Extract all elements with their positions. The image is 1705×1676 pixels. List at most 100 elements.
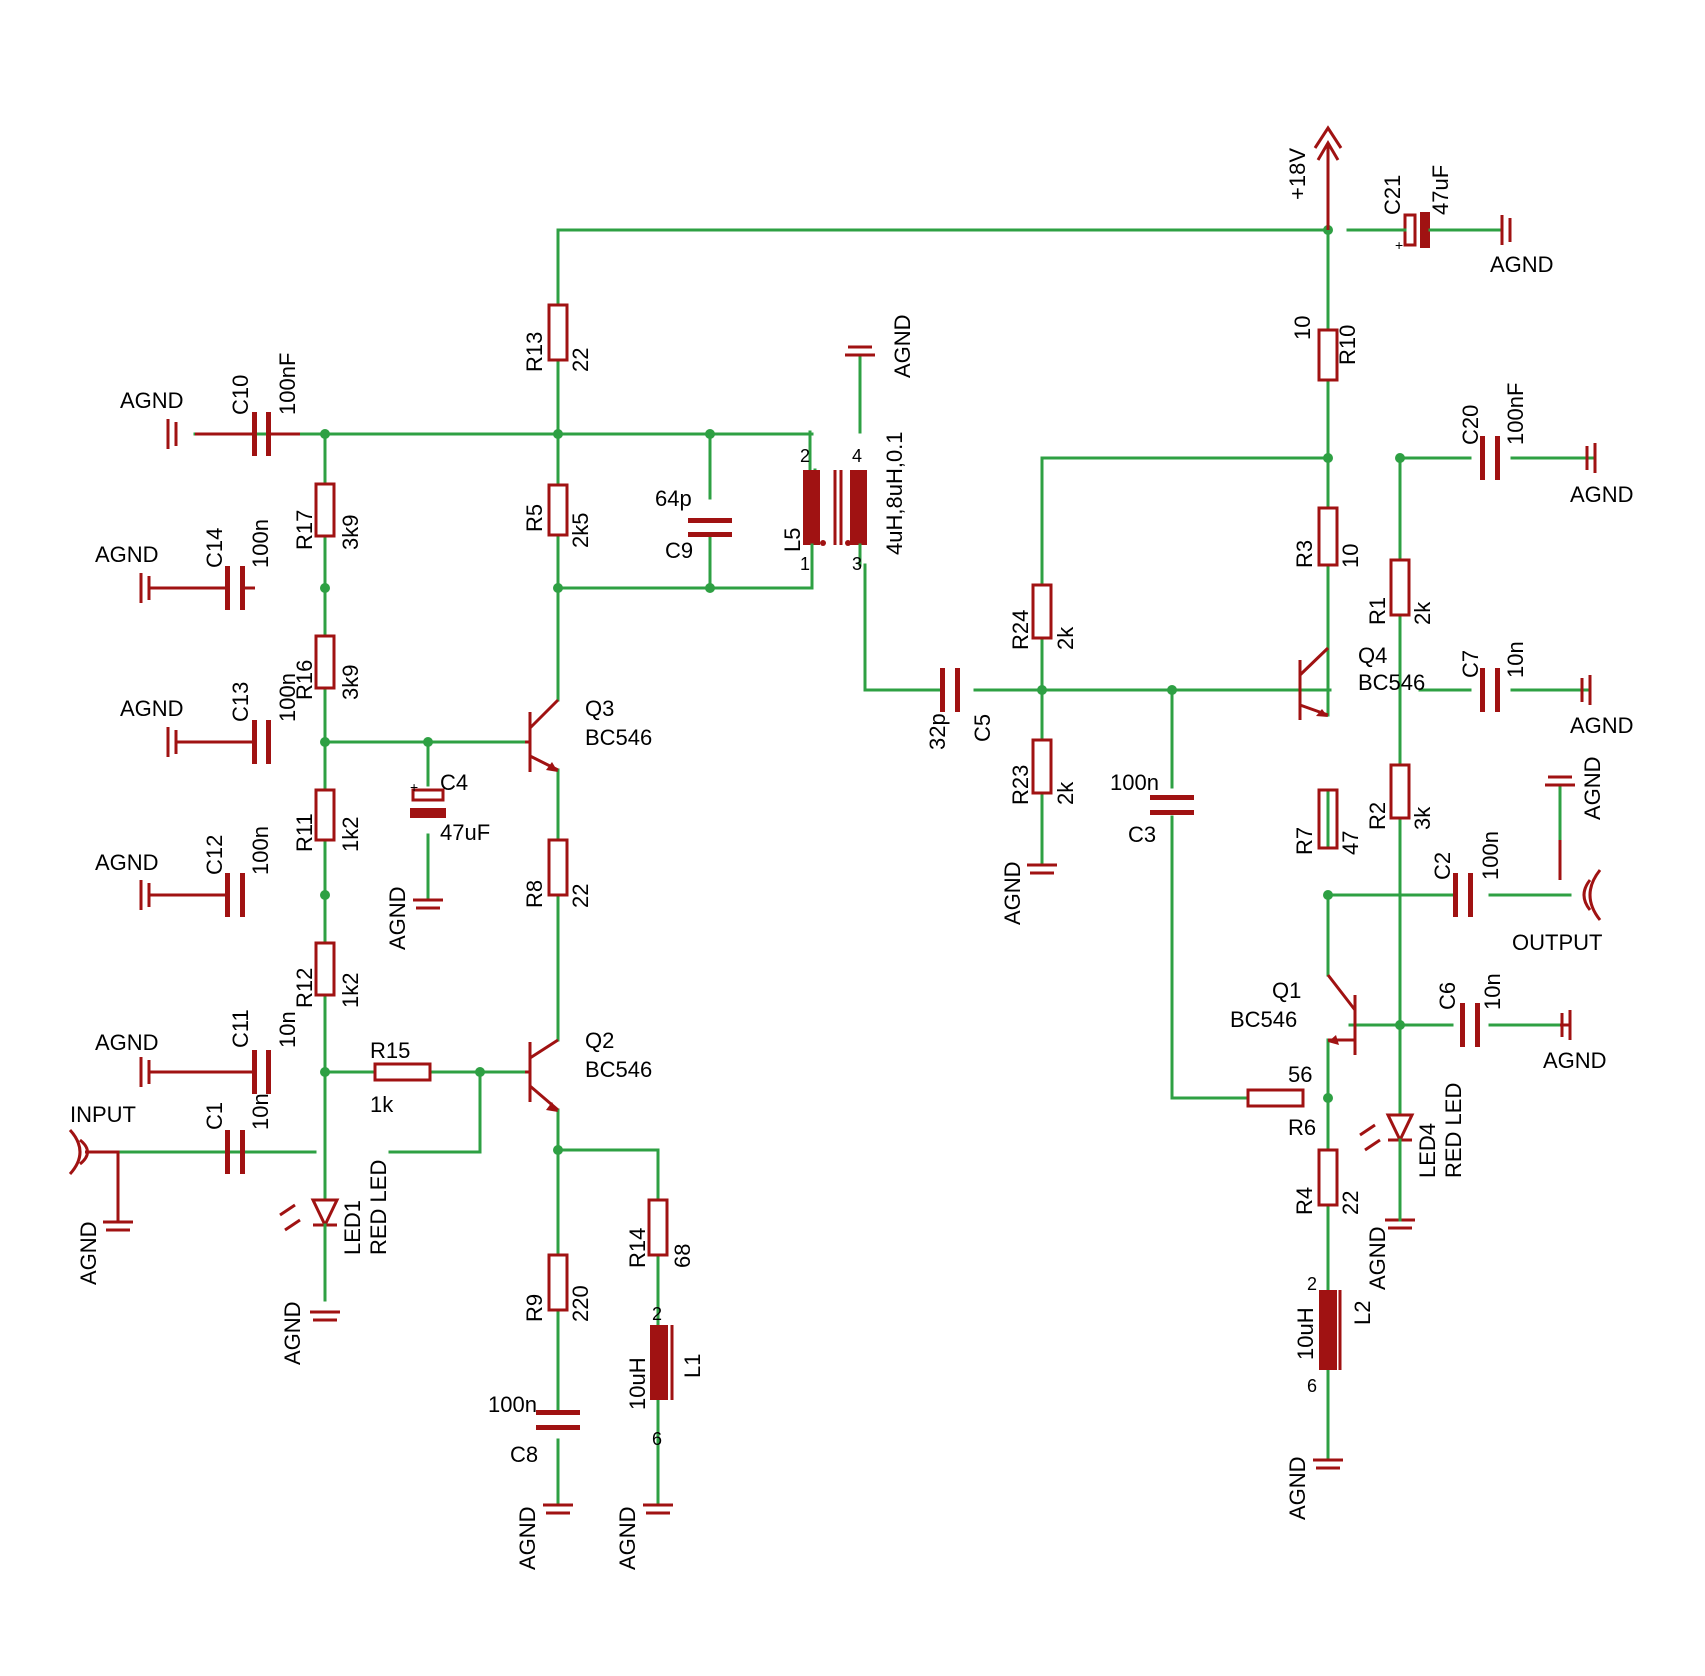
gnd-label: AGND <box>95 1030 159 1055</box>
gnd-label: AGND <box>1285 1456 1310 1520</box>
svg-text:R1: R1 <box>1365 597 1390 625</box>
svg-text:R4: R4 <box>1292 1187 1317 1215</box>
gnd-label: AGND <box>890 314 915 378</box>
gnd-label: AGND <box>76 1221 101 1285</box>
svg-text:2k: 2k <box>1053 626 1078 650</box>
svg-text:C4: C4 <box>440 770 468 795</box>
svg-text:Q4: Q4 <box>1358 643 1387 668</box>
svg-text:10: 10 <box>1338 544 1363 568</box>
svg-text:R23: R23 <box>1008 765 1033 805</box>
svg-text:10uH: 10uH <box>625 1357 650 1410</box>
svg-text:6: 6 <box>1307 1376 1317 1396</box>
svg-text:R17: R17 <box>292 510 317 550</box>
gnd-label: AGND <box>385 886 410 950</box>
svg-text:C21: C21 <box>1380 175 1405 215</box>
svg-text:100n: 100n <box>275 673 300 722</box>
svg-text:R12: R12 <box>292 968 317 1008</box>
svg-text:2k: 2k <box>1053 781 1078 805</box>
svg-text:C14: C14 <box>202 528 227 568</box>
gnd-label: AGND <box>515 1506 540 1570</box>
svg-text:10n: 10n <box>1480 973 1505 1010</box>
svg-text:10n: 10n <box>248 1093 273 1130</box>
svg-text:1k2: 1k2 <box>338 817 363 852</box>
svg-text:R24: R24 <box>1008 610 1033 650</box>
gnd-label: AGND <box>1490 252 1554 277</box>
svg-text:56: 56 <box>1288 1062 1312 1087</box>
gnd-label: AGND <box>1000 861 1025 925</box>
svg-text:BC546: BC546 <box>1230 1007 1297 1032</box>
svg-text:2: 2 <box>652 1304 662 1324</box>
svg-text:47: 47 <box>1338 831 1363 855</box>
svg-text:Q2: Q2 <box>585 1028 614 1053</box>
labels: +18V AGND AGND AGND AGND AGND AGND AGND … <box>70 148 1634 1570</box>
svg-text:22: 22 <box>568 348 593 372</box>
svg-text:3k: 3k <box>1410 806 1435 830</box>
svg-text:BC546: BC546 <box>585 725 652 750</box>
gnd-label: AGND <box>280 1301 305 1365</box>
svg-text:R13: R13 <box>522 332 547 372</box>
svg-text:C10: C10 <box>228 375 253 415</box>
svg-text:R10: R10 <box>1335 325 1360 365</box>
svg-text:47uF: 47uF <box>1428 165 1453 215</box>
svg-text:R14: R14 <box>625 1228 650 1268</box>
svg-text:R15: R15 <box>370 1038 410 1063</box>
svg-text:10: 10 <box>1290 316 1315 340</box>
gnd-label: AGND <box>615 1506 640 1570</box>
junction-dots <box>320 225 1405 1155</box>
svg-text:R3: R3 <box>1292 540 1317 568</box>
svg-text:C7: C7 <box>1458 650 1483 678</box>
svg-text:1k: 1k <box>370 1092 394 1117</box>
svg-text:100n: 100n <box>248 826 273 875</box>
svg-text:C13: C13 <box>228 682 253 722</box>
svg-text:2: 2 <box>1307 1274 1317 1294</box>
svg-text:LED4: LED4 <box>1415 1123 1440 1178</box>
gnd-label: AGND <box>1365 1226 1390 1290</box>
svg-text:3k9: 3k9 <box>338 515 363 550</box>
svg-text:L5: L5 <box>780 528 805 552</box>
svg-text:4uH,8uH,0.1: 4uH,8uH,0.1 <box>882 431 907 555</box>
resistors <box>314 303 1411 1312</box>
svg-text:1k2: 1k2 <box>338 973 363 1008</box>
svg-text:BC546: BC546 <box>585 1057 652 1082</box>
svg-text:BC546: BC546 <box>1358 670 1425 695</box>
svg-text:C3: C3 <box>1128 822 1156 847</box>
svg-text:C12: C12 <box>202 835 227 875</box>
input-label: INPUT <box>70 1102 136 1127</box>
svg-text:68: 68 <box>670 1244 695 1268</box>
svg-text:R16: R16 <box>292 660 317 700</box>
svg-text:2k: 2k <box>1410 601 1435 625</box>
output-label: OUTPUT <box>1512 930 1602 955</box>
svg-text:100n: 100n <box>248 519 273 568</box>
svg-text:R7: R7 <box>1292 827 1317 855</box>
gnd-label: AGND <box>95 542 159 567</box>
plus-mark: + <box>410 779 418 795</box>
svg-text:R11: R11 <box>292 813 317 852</box>
svg-text:C2: C2 <box>1430 852 1455 880</box>
svg-text:Q3: Q3 <box>585 696 614 721</box>
svg-text:LED1: LED1 <box>340 1200 365 1255</box>
gnd-label: AGND <box>1570 482 1634 507</box>
supply-label: +18V <box>1285 148 1310 200</box>
svg-text:2k5: 2k5 <box>568 513 593 548</box>
plus-mark: + <box>1395 237 1403 253</box>
svg-text:32p: 32p <box>925 713 950 750</box>
svg-text:2: 2 <box>800 446 810 466</box>
svg-text:C9: C9 <box>665 538 693 563</box>
svg-text:R2: R2 <box>1365 802 1390 830</box>
svg-text:6: 6 <box>652 1429 662 1449</box>
wires <box>98 228 1597 1507</box>
svg-text:C1: C1 <box>202 1102 227 1130</box>
svg-text:22: 22 <box>568 884 593 908</box>
svg-text:C5: C5 <box>970 714 995 742</box>
svg-text:3k9: 3k9 <box>338 665 363 700</box>
svg-text:R6: R6 <box>1288 1115 1316 1140</box>
svg-text:10uH: 10uH <box>1293 1307 1318 1360</box>
gnd-label: AGND <box>120 696 184 721</box>
connectors <box>68 125 1602 1176</box>
svg-text:47uF: 47uF <box>440 820 490 845</box>
svg-text:100n: 100n <box>488 1392 537 1417</box>
svg-text:R5: R5 <box>522 504 547 532</box>
svg-text:R8: R8 <box>522 880 547 908</box>
capacitors <box>195 212 1500 1430</box>
